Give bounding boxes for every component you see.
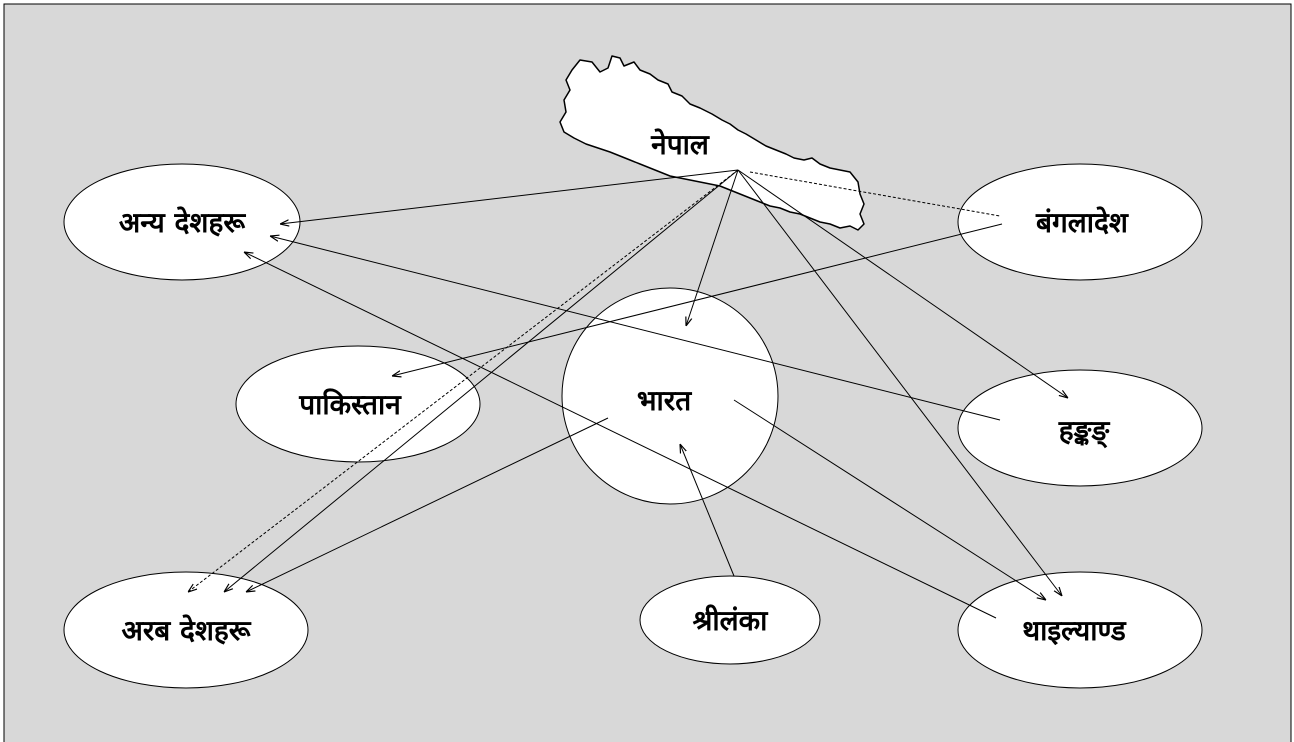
- arrow-bangladesh-pakistan: [392, 223, 1003, 376]
- arrow-hongkong-anya: [270, 236, 1001, 421]
- arrow-bharat-thailand: [733, 399, 1046, 600]
- arrow-nepal-hongkong: [737, 169, 1068, 398]
- label-srilanka: श्रीलंका: [693, 604, 770, 637]
- label-anya: अन्य देशहरू: [119, 206, 246, 239]
- label-bharat: भारत: [637, 384, 692, 417]
- node-thailand: [957, 571, 1203, 689]
- arrow-nepal-anya: [280, 169, 739, 224]
- nepal-map: [559, 55, 865, 231]
- label-nepal: नेपाल: [650, 128, 710, 161]
- arrow-nepal-arab-dotted: [188, 169, 739, 592]
- node-bharat: [561, 287, 779, 505]
- node-pakistan: [235, 345, 481, 463]
- arrow-nepal-bharat: [686, 169, 739, 326]
- link-nepal-bangladesh-dotted: [749, 171, 1001, 217]
- label-bangladesh: बंगलादेश: [1035, 206, 1129, 239]
- arrow-bharat-arab: [246, 417, 609, 592]
- node-srilanka: [639, 575, 821, 665]
- node-arab: [63, 571, 309, 689]
- label-thailand: थाइल्याण्ड: [1022, 614, 1126, 647]
- node-bangladesh: [957, 163, 1203, 281]
- arrow-nepal-arab-solid: [224, 169, 739, 592]
- label-hongkong: हङ्कङ्: [1058, 414, 1111, 448]
- label-arab: अरब देशहरू: [121, 614, 251, 647]
- arrow-nepal-thailand: [737, 169, 1062, 596]
- arrow-thailand-anya: [244, 252, 997, 619]
- node-hongkong: [957, 369, 1203, 487]
- label-pakistan: पाकिस्तान: [298, 388, 402, 421]
- arrow-srilanka-bharat: [680, 444, 735, 577]
